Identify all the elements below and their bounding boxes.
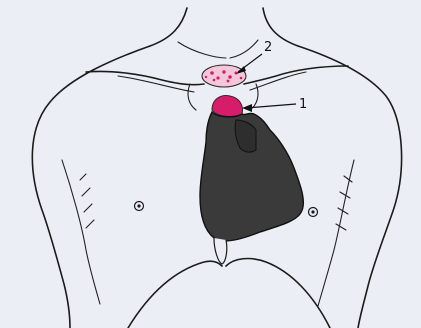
thyroid-gland <box>202 65 246 87</box>
callout-2-label: 2 <box>264 40 272 55</box>
heart <box>200 112 303 264</box>
nipple-left-icon <box>135 202 144 211</box>
diaphragm <box>128 259 330 328</box>
callout-1: 1 <box>242 97 307 112</box>
mediastinal-mass <box>212 96 243 117</box>
nipple-right-icon <box>309 208 318 217</box>
neck <box>150 8 298 58</box>
callout-1-label: 1 <box>299 97 307 112</box>
